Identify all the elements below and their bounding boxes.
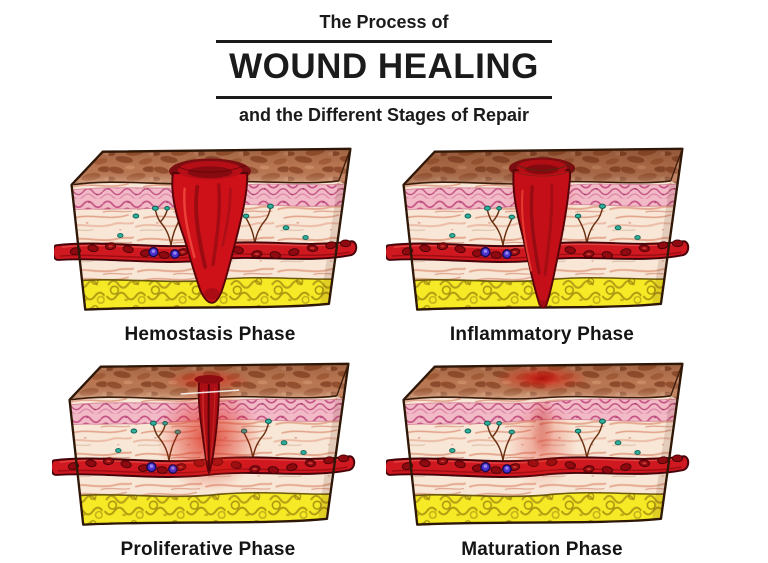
divider-top bbox=[216, 40, 552, 43]
page-title: WOUND HEALING bbox=[229, 47, 539, 86]
skin-cross-section-hemostasis bbox=[54, 140, 366, 321]
header: The Process of WOUND HEALING and the Dif… bbox=[0, 0, 768, 126]
header-subtitle: and the Different Stages of Repair bbox=[238, 104, 530, 125]
skin-cross-section-maturation bbox=[386, 355, 698, 536]
phase-label-proliferative: Proliferative Phase bbox=[120, 539, 296, 561]
phase-label-hemostasis: Hemostasis Phase bbox=[124, 324, 296, 346]
panel-proliferative: Proliferative Phase bbox=[52, 355, 364, 561]
phase-label-maturation: Maturation Phase bbox=[461, 539, 623, 561]
panel-inflammatory: Inflammatory Phase bbox=[386, 140, 698, 346]
skin-cross-section-proliferative bbox=[52, 355, 364, 536]
panel-maturation: Maturation Phase bbox=[386, 355, 698, 561]
panel-hemostasis: Hemostasis Phase bbox=[54, 140, 366, 346]
phase-label-inflammatory: Inflammatory Phase bbox=[449, 324, 635, 346]
header-kicker: The Process of bbox=[319, 12, 449, 32]
divider-bottom bbox=[216, 95, 552, 99]
skin-cross-section-inflammatory bbox=[386, 140, 698, 321]
